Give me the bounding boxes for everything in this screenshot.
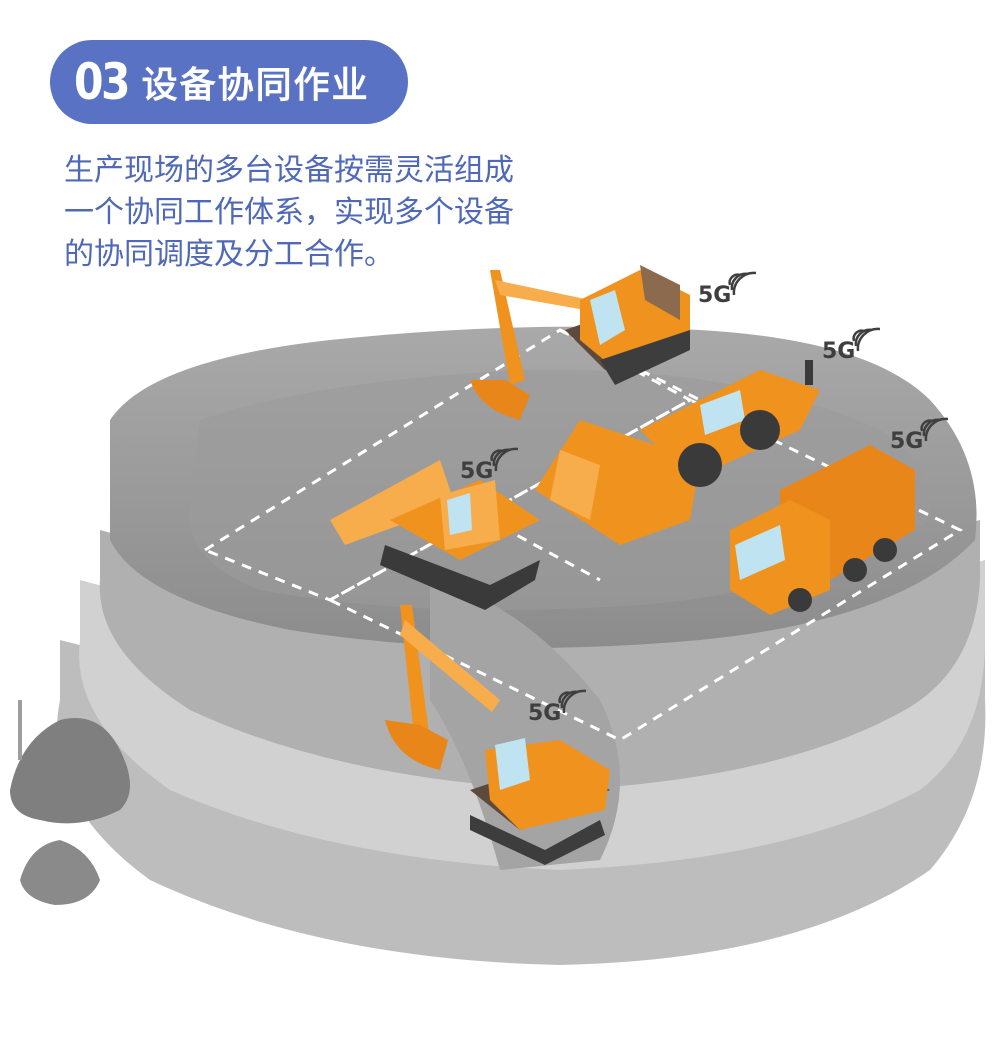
signal-label: 5G <box>698 283 731 308</box>
signal-label: 5G <box>822 339 855 364</box>
bulldozer <box>330 460 540 610</box>
section-description: 生产现场的多台设备按需灵活组成 一个协同工作体系，实现多个设备 的协同调度及分工… <box>64 150 604 276</box>
wifi-signal-icon <box>728 271 757 296</box>
signal-loader: 5G <box>822 327 881 364</box>
description-line: 一个协同工作体系，实现多个设备 <box>64 195 514 230</box>
wifi-signal-icon <box>920 417 949 442</box>
signal-excavator-bottom: 5G <box>528 689 587 726</box>
dump-truck <box>730 445 915 615</box>
signal-dozer: 5G <box>460 447 519 484</box>
signal-excavator-top: 5G <box>698 271 757 308</box>
wifi-signal-icon <box>852 327 881 352</box>
excavator-top <box>470 265 690 420</box>
signal-label: 5G <box>890 429 923 454</box>
signal-label: 5G <box>528 701 561 726</box>
section-header: 03 设备协同作业 <box>50 40 408 124</box>
terrain <box>56 326 986 965</box>
section-title: 设备协同作业 <box>141 65 370 106</box>
wheel-loader <box>535 360 820 545</box>
wifi-signal-icon <box>490 447 519 472</box>
excavator-bottom <box>385 605 610 865</box>
wifi-signal-icon <box>558 689 587 714</box>
section-number: 03 <box>74 53 131 111</box>
signal-label: 5G <box>460 459 493 484</box>
rock-pile <box>10 700 130 905</box>
signal-truck: 5G <box>890 417 949 454</box>
description-line: 的协同调度及分工合作。 <box>64 237 394 272</box>
description-line: 生产现场的多台设备按需灵活组成 <box>64 153 514 188</box>
